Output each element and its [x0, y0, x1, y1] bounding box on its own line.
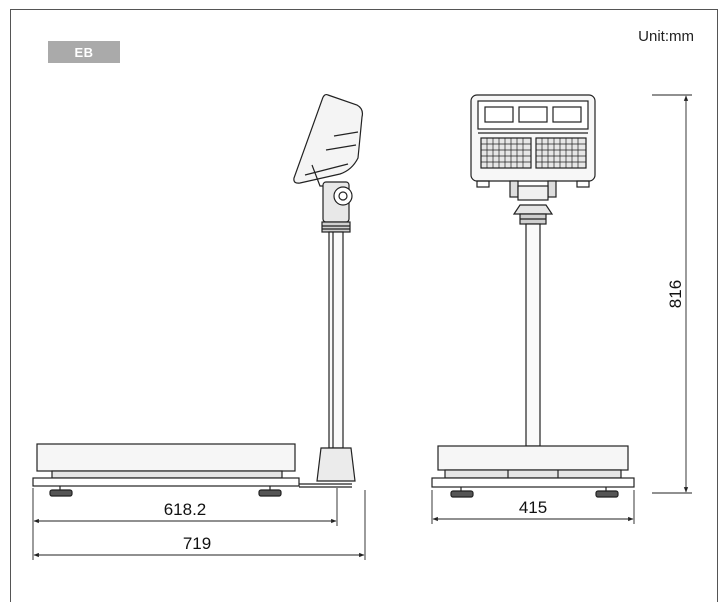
dim-label-719: 719	[183, 534, 211, 553]
dim-label-816: 816	[666, 280, 685, 308]
front-foot-left	[450, 487, 474, 498]
front-bracket	[509, 180, 557, 225]
side-pole	[328, 231, 344, 449]
front-platform	[431, 445, 635, 488]
dim-label-415: 415	[519, 498, 547, 517]
front-view	[431, 94, 635, 498]
model-badge: EB	[48, 41, 120, 63]
dimension-719	[32, 490, 366, 560]
dim-label-618-2: 618.2	[164, 500, 207, 519]
side-foot-right	[258, 486, 282, 497]
side-platform	[32, 443, 352, 488]
dimension-816	[652, 94, 692, 494]
side-view	[32, 93, 364, 497]
dimension-415	[431, 490, 635, 524]
unit-label: Unit:mm	[638, 28, 694, 45]
dimension-618-2	[32, 488, 338, 526]
side-foot-left	[49, 486, 73, 497]
front-pole	[525, 223, 541, 447]
side-pole-base	[316, 447, 356, 482]
side-pivot-joint	[321, 181, 353, 233]
front-foot-right	[595, 487, 619, 498]
drawing-frame	[10, 9, 718, 602]
side-display-head	[293, 93, 364, 187]
front-display-head	[470, 94, 596, 188]
front-keypad	[481, 138, 586, 168]
